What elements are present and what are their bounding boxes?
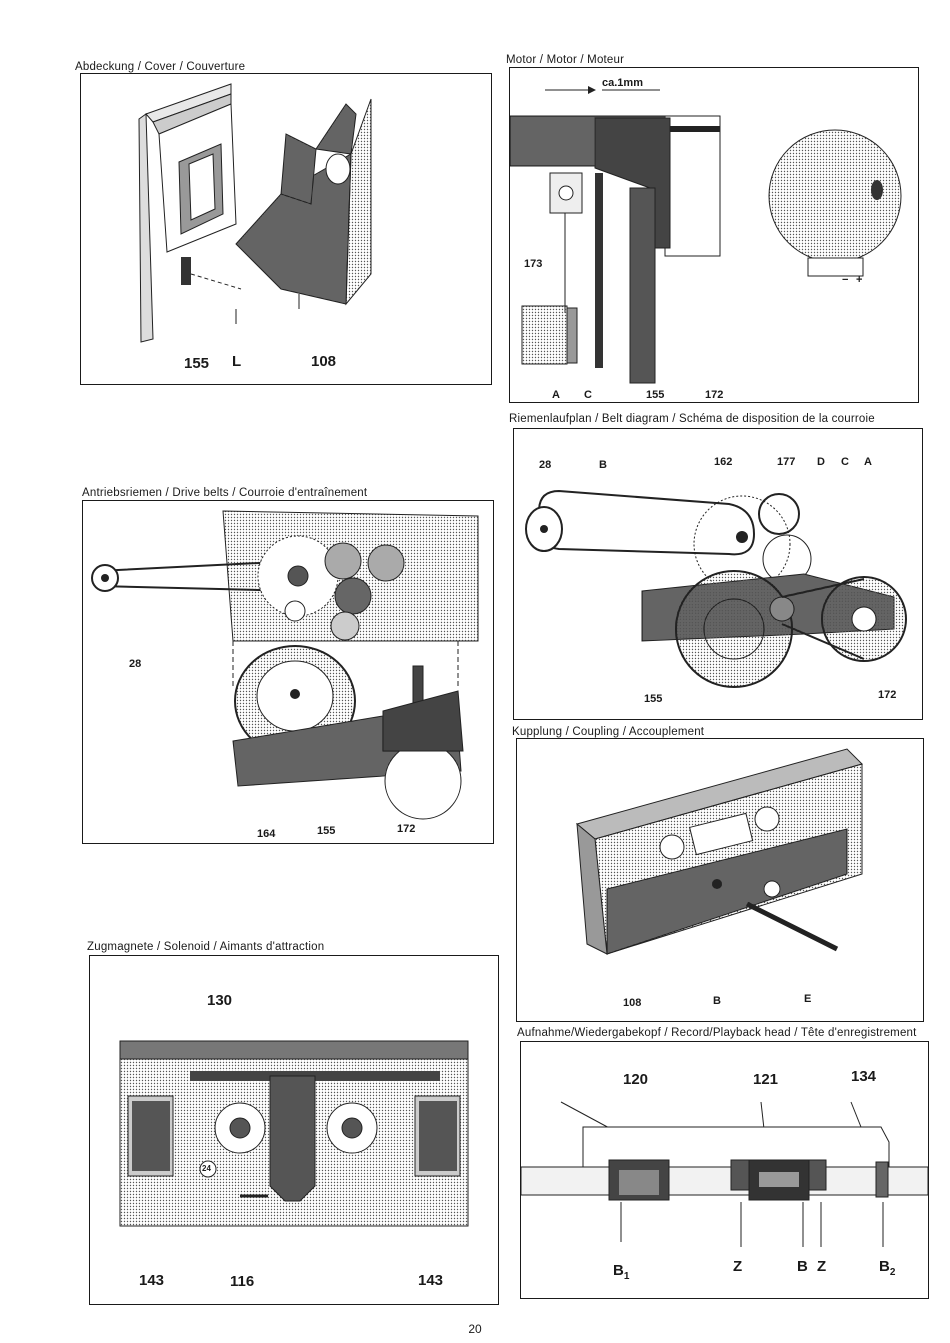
belt-diagram-figure: 28 B 162 177 D C A 155 172 — [513, 428, 923, 720]
cover-caption: Abdeckung / Cover / Couverture — [75, 61, 246, 73]
label-130: 130 — [207, 992, 233, 1009]
solenoid-figure: 130 143 116 143 24 — [89, 955, 499, 1305]
label-B: B — [599, 459, 607, 471]
motor-figure: ca.1mm 173 A C 155 172 − + — [509, 67, 919, 403]
head-figure: 120 121 134 B1 Z B Z B2 — [520, 1041, 929, 1299]
belt-diagram-illustration — [525, 489, 907, 688]
label-172: 172 — [705, 389, 724, 401]
label-172: 172 — [878, 689, 897, 701]
label-116: 116 — [230, 1273, 255, 1290]
label-162: 162 — [714, 456, 733, 468]
label-28: 28 — [129, 658, 142, 670]
cover-illustration — [138, 83, 372, 343]
label-164: 164 — [257, 828, 276, 840]
label-D: D — [817, 456, 825, 468]
label-A: A — [552, 389, 560, 401]
label-plus: + — [856, 274, 863, 286]
label-155: 155 — [644, 693, 663, 705]
label-177: 177 — [777, 456, 796, 468]
label-Z-left: Z — [733, 1258, 743, 1275]
motor-illustration — [510, 86, 902, 384]
label-Z-right: Z — [817, 1258, 827, 1275]
drive-belts-caption: Antriebsriemen / Drive belts / Courroie … — [82, 487, 368, 499]
label-C: C — [584, 389, 592, 401]
label-C: C — [841, 456, 849, 468]
label-E: E — [804, 993, 812, 1005]
label-B: B — [797, 1258, 808, 1275]
label-143-right: 143 — [418, 1272, 444, 1289]
coupling-figure: 108 B E — [516, 738, 924, 1022]
label-B: B — [713, 995, 721, 1007]
coupling-caption: Kupplung / Coupling / Accouplement — [512, 726, 705, 738]
label-24: 24 — [202, 1164, 211, 1173]
label-108: 108 — [623, 997, 642, 1009]
label-143-left: 143 — [139, 1272, 165, 1289]
solenoid-caption: Zugmagnete / Solenoid / Aimants d'attrac… — [87, 941, 325, 953]
label-172: 172 — [397, 823, 416, 835]
label-120: 120 — [623, 1071, 649, 1088]
label-L: L — [232, 353, 242, 370]
label-155: 155 — [184, 355, 210, 372]
label-A: A — [864, 456, 872, 468]
label-134: 134 — [851, 1068, 877, 1085]
label-108: 108 — [311, 353, 337, 370]
page-number: 20 — [468, 1322, 482, 1336]
solenoid-illustration — [119, 1040, 469, 1227]
label-121: 121 — [753, 1071, 779, 1088]
label-B1: B1 — [613, 1262, 630, 1282]
label-155: 155 — [317, 825, 336, 837]
label-gap: ca.1mm — [602, 77, 643, 89]
head-caption: Aufnahme/Wiedergabekopf / Record/Playbac… — [517, 1027, 917, 1039]
drive-belts-illustration — [91, 510, 479, 820]
label-155: 155 — [646, 389, 665, 401]
coupling-illustration — [575, 748, 863, 955]
label-28: 28 — [539, 459, 552, 471]
label-173: 173 — [524, 258, 543, 270]
head-illustration — [521, 1101, 928, 1247]
cover-figure: 155 L 108 — [80, 73, 492, 385]
drive-belts-figure: 28 164 155 172 — [82, 500, 494, 844]
label-minus: − — [842, 274, 849, 286]
belt-diagram-caption: Riemenlaufplan / Belt diagram / Schéma d… — [509, 413, 875, 425]
label-B2: B2 — [879, 1258, 896, 1278]
motor-caption: Motor / Motor / Moteur — [506, 54, 625, 66]
